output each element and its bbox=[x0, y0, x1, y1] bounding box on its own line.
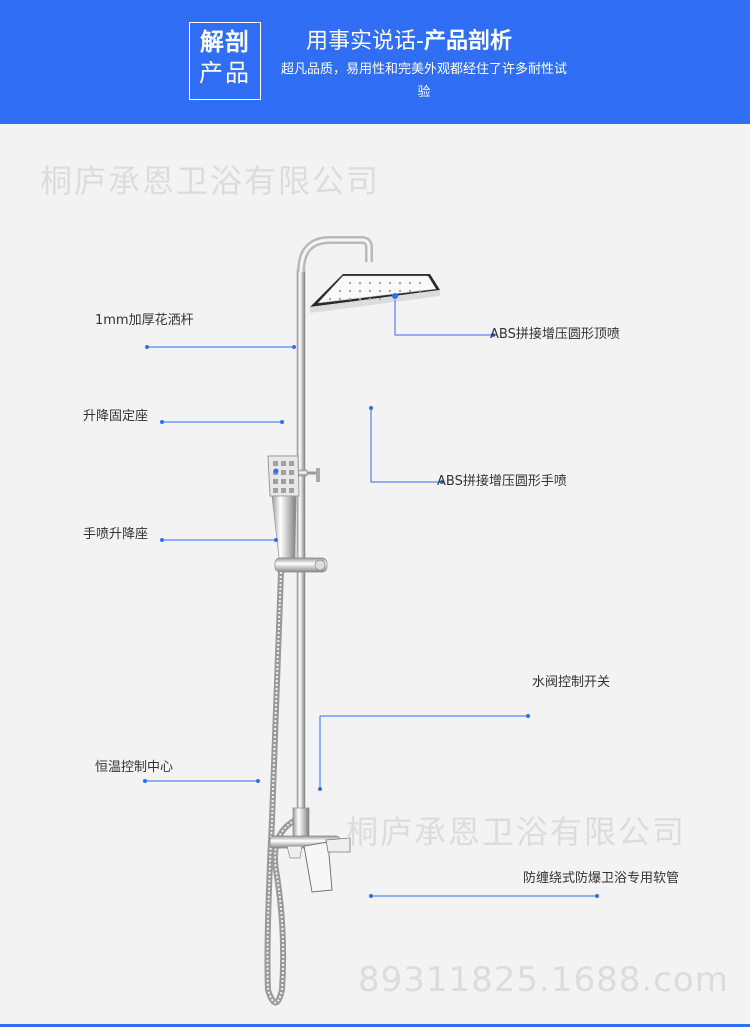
header-banner: 解剖 产品 用事实说话-产品剖析 超凡品质，易用性和完美外观都经住了许多耐性试验 bbox=[0, 0, 750, 124]
callout-fixed-seat: 升降固定座 bbox=[83, 409, 149, 424]
dissect-badge: 解剖 产品 bbox=[189, 22, 261, 100]
shower-rod bbox=[296, 236, 373, 816]
callout-leaders bbox=[143, 300, 599, 898]
callout-top-spray: ABS拼接增压圆形顶喷 bbox=[490, 327, 620, 342]
callout-hand-spray: ABS拼接增压圆形手喷 bbox=[437, 474, 567, 489]
overhead-shower-head bbox=[310, 274, 440, 313]
callout-thermostat: 恒温控制中心 bbox=[95, 760, 174, 775]
badge-top-text: 解剖 bbox=[200, 28, 250, 56]
header-title-bold: 产品剖析 bbox=[423, 29, 512, 54]
badge-bottom-text: 产品 bbox=[199, 59, 251, 87]
anti-tangle-hose bbox=[264, 571, 302, 1006]
callout-rod: 1mm加厚花洒杆 bbox=[95, 313, 194, 328]
header-subtitle: 超凡品质，易用性和完美外观都经住了许多耐性试验 bbox=[280, 62, 567, 100]
watermark-site: 89311825.1688.com bbox=[358, 960, 729, 1000]
footer-accent-line bbox=[0, 1024, 750, 1027]
header-title: 用事实说话-产品剖析 bbox=[306, 26, 512, 58]
watermark-company-top: 桐庐承恩卫浴有限公司 bbox=[40, 162, 381, 200]
callout-hose: 防缠绕式防爆卫浴专用软管 bbox=[523, 871, 680, 886]
thermostat-mixer bbox=[269, 807, 351, 893]
callout-valve-switch: 水阀控制开关 bbox=[532, 675, 611, 690]
header-title-prefix: 用事实说话- bbox=[306, 29, 424, 54]
hand-shower-slide-seat bbox=[274, 557, 328, 573]
watermark-company-bottom: 桐庐承恩卫浴有限公司 bbox=[346, 813, 687, 851]
callout-slide-seat: 手喷升降座 bbox=[83, 527, 149, 542]
hand-shower bbox=[267, 455, 300, 559]
